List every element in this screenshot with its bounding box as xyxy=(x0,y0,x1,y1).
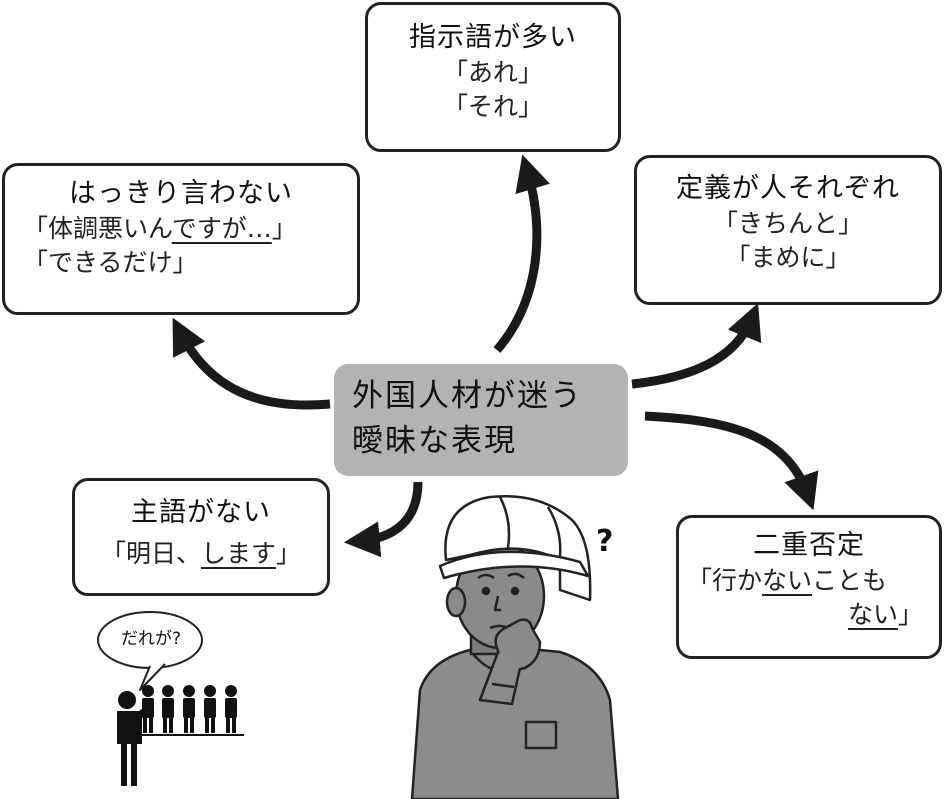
example-line: 「明日、します」 xyxy=(100,539,302,568)
question-mark: ? xyxy=(596,524,614,559)
arrow-to-definition xyxy=(631,302,762,389)
central-topic: 外国人材が迷う 曖昧な表現 xyxy=(334,364,628,476)
box-indirect: はっきり言わない 「体調悪いんですが…」 「できるだけ」 xyxy=(2,163,360,315)
example-line: 「あれ」 xyxy=(442,58,543,87)
people-pictogram xyxy=(117,685,244,786)
box-demonstratives: 指示語が多い 「あれ」 「それ」 xyxy=(365,2,621,152)
box-definition: 定義が人それぞれ 「きちんと」 「まめに」 xyxy=(634,155,942,305)
arrow-to-indirect xyxy=(172,317,331,410)
box-title: 指示語が多い xyxy=(409,22,577,53)
speech-bubble xyxy=(97,611,203,691)
box-title: 主語がない xyxy=(131,497,271,528)
example-line: 「まめに」 xyxy=(725,243,851,272)
speech-bubble-text: だれが? xyxy=(120,629,182,649)
worker-illustration xyxy=(410,495,620,799)
box-title: 二重否定 xyxy=(753,530,865,561)
arrow-to-subject xyxy=(343,481,423,558)
example-line: 「それ」 xyxy=(442,92,543,121)
box-subject: 主語がない 「明日、します」 xyxy=(72,478,330,596)
arrow-to-demonstratives xyxy=(493,154,550,353)
central-topic-line1: 外国人材が迷う xyxy=(352,378,583,414)
example-line: 「きちんと」 xyxy=(712,209,863,238)
arrow-to-double-negative xyxy=(644,411,819,511)
example-line: 「できるだけ」 xyxy=(23,248,198,277)
example-line: 「体調悪いんですが…」 xyxy=(23,214,297,243)
example-line: ない」 xyxy=(847,600,923,629)
central-topic-line2: 曖昧な表現 xyxy=(352,423,517,459)
box-title: はっきり言わない xyxy=(69,178,293,209)
box-title: 定義が人それぞれ xyxy=(676,173,900,204)
box-double-negative: 二重否定 「行かないことも ない」 xyxy=(676,515,942,659)
example-line: 「行かないことも xyxy=(687,566,888,595)
